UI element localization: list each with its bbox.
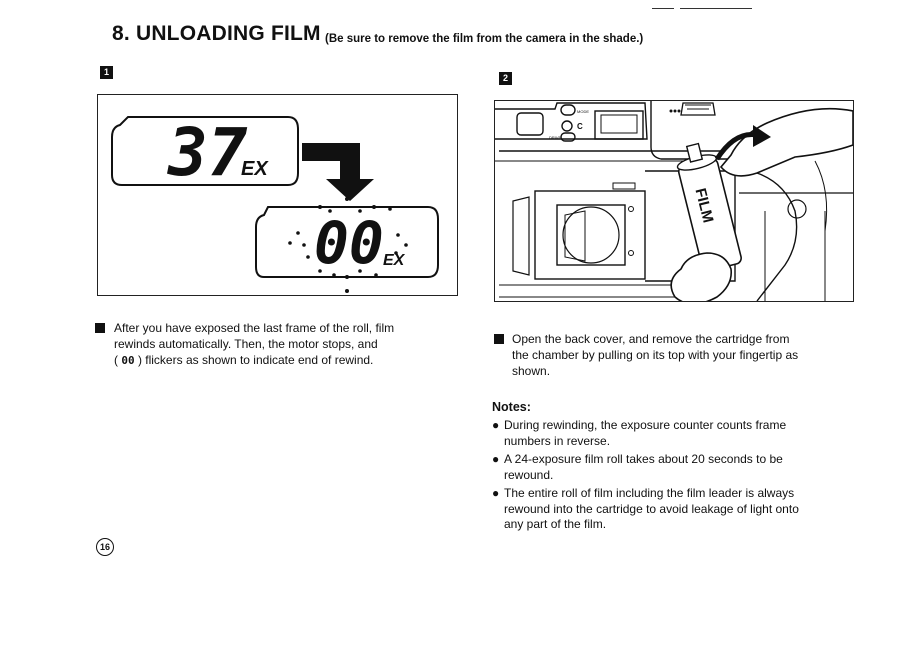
step-2-line-3: shown. (512, 364, 551, 378)
note-item: ● A 24-exposure film roll takes about 20… (492, 452, 783, 482)
lcd-window-before (111, 116, 299, 186)
note-item: ● The entire roll of film including the … (492, 486, 799, 531)
page-subtitle: (Be sure to remove the film from the cam… (325, 33, 644, 45)
step-2-description: Open the back cover, and remove the cart… (512, 331, 857, 379)
step-1-marker: 1 (100, 66, 113, 79)
flicker-dots (288, 197, 408, 293)
drive-label: DRIVE (549, 135, 562, 140)
frame-counter-illustration: 37 EX 00 EX (111, 114, 439, 293)
counter-before-digits: 37 (167, 114, 248, 191)
step-2-marker: 2 (499, 72, 512, 85)
step-1-text-marker (95, 323, 105, 333)
note-item: ● During rewinding, the exposure counter… (492, 418, 787, 448)
page-title: 8. UNLOADING FILM (112, 22, 321, 45)
c-label: C (577, 122, 583, 131)
step-1-open-paren: ( (114, 353, 118, 367)
step-1-description: After you have exposed the last frame of… (114, 320, 454, 369)
step-1-line-1: After you have exposed the last frame of… (114, 321, 395, 335)
counter-before-suffix: EX (241, 158, 269, 180)
counter-symbol: 00 (121, 354, 135, 367)
step-2-line-2: the chamber by pulling on its top with y… (512, 348, 799, 362)
counter-after-suffix: EX (383, 252, 406, 269)
step-1-line-3: ( 00 ) flickers as shown to indicate end… (114, 352, 454, 369)
bullet-icon: ● (492, 486, 500, 500)
figure-frame-counter: 37 EX 00 EX (97, 94, 458, 296)
step-2-line-1: Open the back cover, and remove the cart… (512, 332, 790, 346)
figure-remove-cartridge: MODE C DRIVE FILM (494, 100, 854, 302)
top-rule-short (652, 8, 674, 9)
step-1-line-2: rewinds automatically. Then, the motor s… (114, 337, 378, 351)
notes-list: ● During rewinding, the exposure counter… (492, 418, 852, 533)
bullet-icon: ● (492, 452, 500, 466)
page-number: 16 (96, 538, 114, 556)
mode-label: MODE (577, 109, 589, 114)
transition-arrow (302, 143, 374, 201)
notes-heading: Notes: (492, 400, 531, 414)
camera-back-illustration: MODE C DRIVE FILM (495, 101, 853, 301)
counter-after-digits: 00 (314, 209, 384, 277)
bullet-icon: ● (492, 418, 500, 432)
top-rule-long (680, 8, 752, 9)
step-2-text-marker (494, 334, 504, 344)
step-1-line-3-text: ) flickers as shown to indicate end of r… (137, 353, 374, 367)
